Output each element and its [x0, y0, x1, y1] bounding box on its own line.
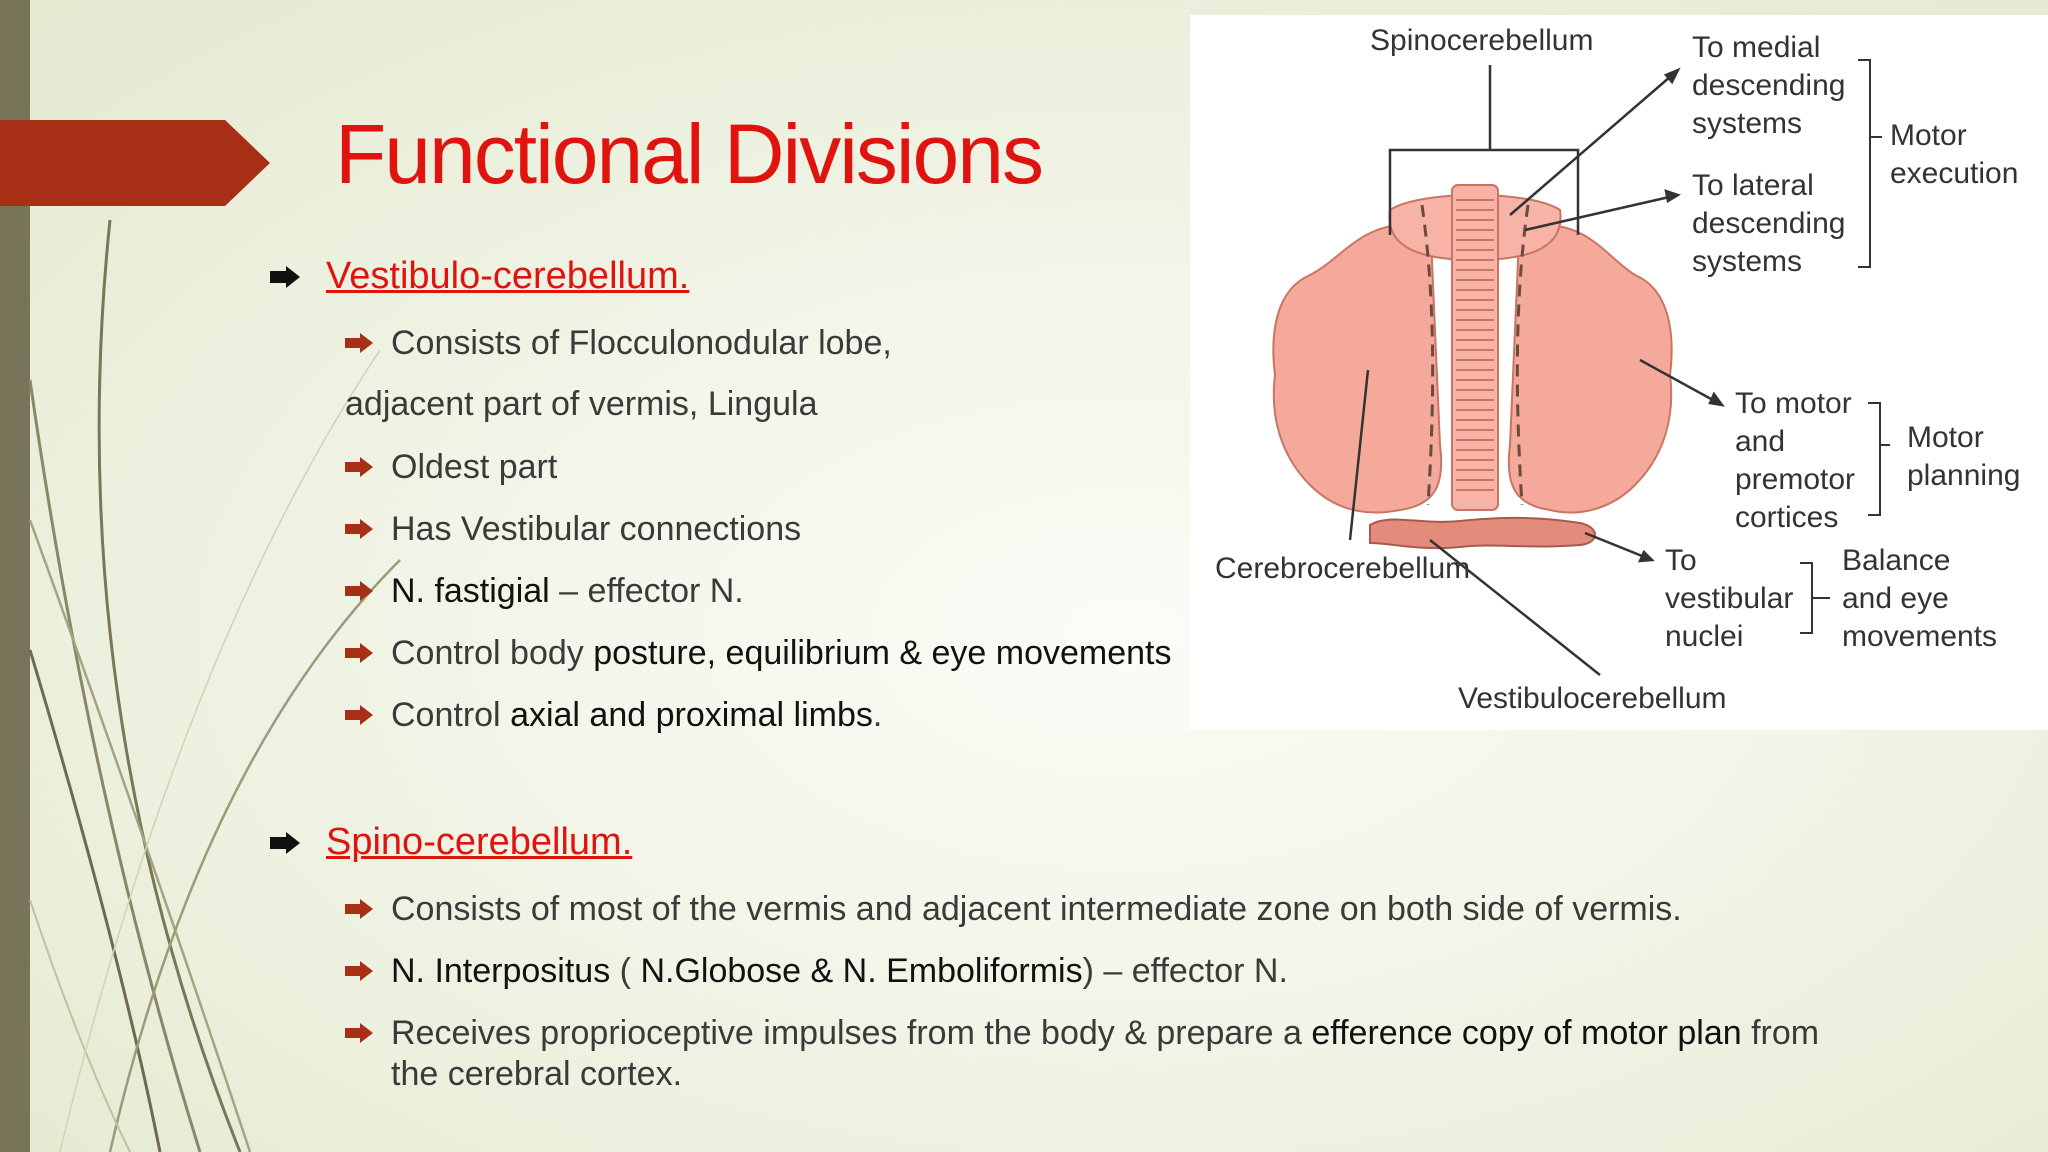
- bullet-text: Consists of Flocculonodular lobe,: [391, 324, 892, 362]
- arrow-bullet-icon: [345, 519, 373, 539]
- arrow-bullet-icon: [270, 831, 300, 854]
- bold-text: N. fastigial: [391, 572, 550, 610]
- arrow-bullet-icon: [345, 643, 373, 663]
- bullet-text: Oldest part: [391, 448, 558, 486]
- title-arrow-banner: [0, 120, 270, 206]
- section-heading-vestibulo: Vestibulo-cerebellum.: [270, 255, 689, 298]
- bullet-item: N. Interpositus ( N.Globose & N. Embolif…: [345, 951, 1288, 992]
- pre-text: Control body: [391, 634, 594, 672]
- rest-text: – effector N.: [549, 572, 744, 610]
- label-vestibulocerebellum: Vestibulocerebellum: [1458, 682, 1727, 715]
- bullet-text: N. fastigial – effector N.: [391, 571, 744, 612]
- intermediate-zone-border: [1420, 204, 1435, 506]
- line2-text: the cerebral cortex.: [391, 1054, 683, 1093]
- arrow-bullet-icon: [345, 333, 373, 353]
- section-heading-spino: Spino-cerebellum.: [270, 821, 632, 864]
- right-hemisphere: [1507, 213, 1673, 514]
- bullet-text: Has Vestibular connections: [391, 510, 802, 548]
- bullet-item: Receives proprioceptive impulses from th…: [345, 1013, 1819, 1095]
- bullet-text: Receives proprioceptive impulses from th…: [391, 1013, 1819, 1095]
- rest-text: from: [1741, 1014, 1820, 1052]
- bullet-item: Control axial and proximal limbs.: [345, 695, 882, 736]
- bullet-item: Consists of most of the vermis and adjac…: [345, 889, 1682, 930]
- bullet-item: Control body posture, equilibrium & eye …: [345, 633, 1172, 674]
- arrow-bullet-icon: [345, 457, 373, 477]
- arrow-bullet-icon: [345, 581, 373, 601]
- bullet-item: N. fastigial – effector N.: [345, 571, 744, 612]
- vermis: [1451, 184, 1499, 511]
- bold-text: axial and proximal limbs: [510, 696, 873, 734]
- bullet-item: Consists of Flocculonodular lobe,: [345, 323, 892, 364]
- slide-title: Functional Divisions: [335, 107, 1044, 201]
- bold-text: posture, equilibrium & eye movements: [593, 634, 1172, 672]
- continuation-text: adjacent part of vermis, Lingula: [345, 385, 818, 423]
- pre-text: Control: [391, 696, 511, 734]
- arrow-bullet-icon: [345, 961, 373, 981]
- bullet-text: Consists of most of the vermis and adjac…: [391, 890, 1682, 928]
- bold-text: efference copy of motor plan: [1311, 1014, 1742, 1052]
- section-heading-text: Vestibulo-cerebellum.: [326, 255, 690, 297]
- bullet-text: N. Interpositus ( N.Globose & N. Embolif…: [391, 951, 1288, 992]
- bullet-text: Control axial and proximal limbs.: [391, 695, 882, 736]
- left-hemisphere: [1272, 213, 1443, 514]
- rest-text: .: [872, 696, 883, 734]
- bold-text-2: N.Globose & N. Emboliformis: [640, 952, 1083, 990]
- arrow-bullet-icon: [345, 1023, 373, 1043]
- bullet-text: Control body posture, equilibrium & eye …: [391, 633, 1172, 674]
- arrow-bullet-icon: [345, 705, 373, 725]
- flocculonodular-lobe: [1369, 516, 1596, 550]
- arrow-bullet-icon: [270, 265, 300, 288]
- pre-text: Receives proprioceptive impulses from th…: [391, 1014, 1312, 1052]
- label-spinocerebellum: Spinocerebellum: [1370, 24, 1593, 57]
- mid-text: (: [610, 952, 641, 990]
- label-cerebrocerebellum: Cerebrocerebellum: [1215, 552, 1470, 585]
- bullet-item: Has Vestibular connections: [345, 509, 801, 550]
- bullet-item: Oldest part: [345, 447, 557, 488]
- intermediate-zone-border: [1515, 204, 1530, 506]
- bold-text: N. Interpositus: [391, 952, 611, 990]
- rest-text: ) – effector N.: [1082, 952, 1288, 990]
- arrow-bullet-icon: [345, 899, 373, 919]
- decorative-lines: [28, 219, 401, 1152]
- section-heading-text: Spino-cerebellum.: [326, 821, 633, 863]
